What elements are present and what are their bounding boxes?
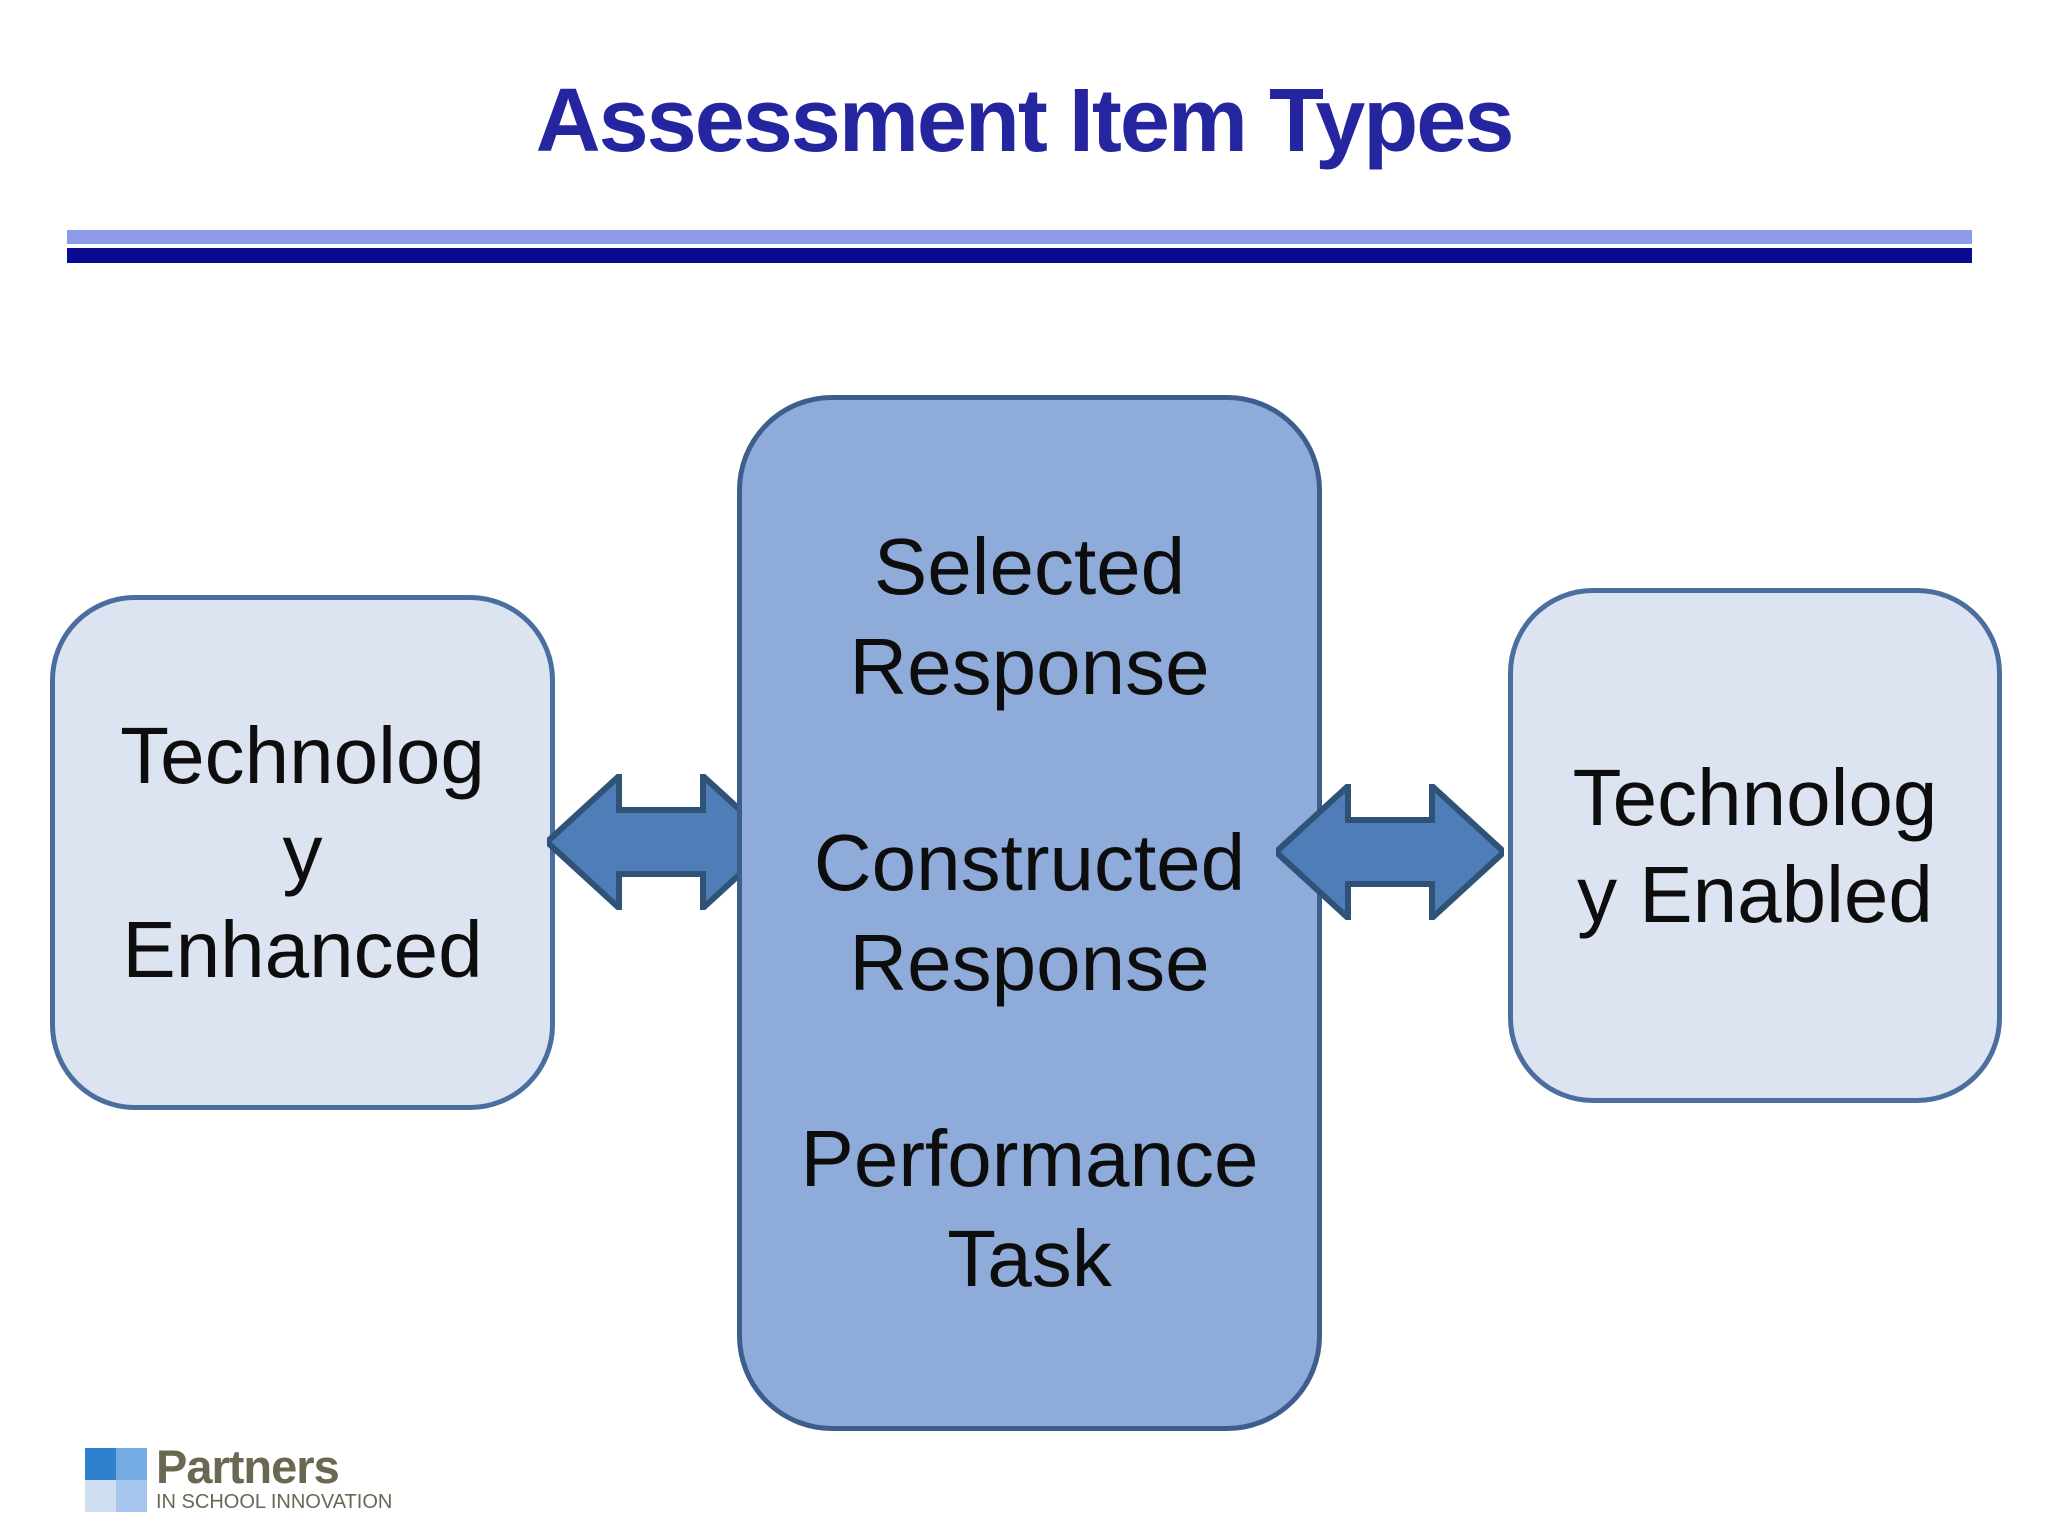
logo-tagline: IN SCHOOL INNOVATION — [156, 1491, 393, 1513]
page-title: Assessment Item Types — [535, 71, 1515, 171]
technology-enabled-box: Technolog y Enabled — [1508, 588, 2002, 1103]
box-text-line: Response — [849, 622, 1210, 711]
box-text-line: y Enabled — [1577, 849, 1933, 939]
box-text-line: Selected — [873, 522, 1186, 611]
logo-text: Partners IN SCHOOL INNOVATION — [156, 1440, 393, 1514]
logo-square-top-left — [85, 1448, 116, 1480]
performance-task-paragraph: Performance Task — [801, 1109, 1259, 1309]
left-double-arrow-icon — [547, 774, 775, 910]
partners-logo: Partners IN SCHOOL INNOVATION — [85, 1440, 393, 1514]
constructed-response-paragraph: Constructed Response — [814, 813, 1245, 1013]
right-double-arrow-icon — [1276, 784, 1504, 920]
box-text-line: Performance — [800, 1114, 1259, 1203]
box-text-line: Enhanced — [122, 905, 483, 994]
logo-square-top-right — [116, 1448, 147, 1480]
box-text-line: y — [282, 808, 323, 897]
technology-enhanced-text: Technolog y Enhanced — [120, 707, 485, 998]
logo-grid-icon — [85, 1448, 147, 1512]
logo-square-bottom-left — [85, 1480, 116, 1512]
box-text-line: Technolog — [1572, 752, 1938, 842]
box-text-line: Response — [849, 918, 1210, 1007]
logo-brand: Partners — [156, 1440, 340, 1493]
selected-response-paragraph: Selected Response — [849, 517, 1209, 717]
title-rule-dark — [67, 248, 1972, 263]
box-text-line: Technolog — [120, 711, 485, 800]
technology-enhanced-box: Technolog y Enhanced — [50, 595, 555, 1110]
box-text-line: Constructed — [813, 818, 1246, 907]
assessment-item-types-box: Selected Response Constructed Response P… — [737, 395, 1322, 1431]
logo-square-bottom-right — [116, 1480, 147, 1512]
box-text-line: Task — [947, 1214, 1112, 1303]
title-rule-light — [67, 230, 1972, 244]
technology-enabled-text: Technolog y Enabled — [1573, 749, 1938, 943]
